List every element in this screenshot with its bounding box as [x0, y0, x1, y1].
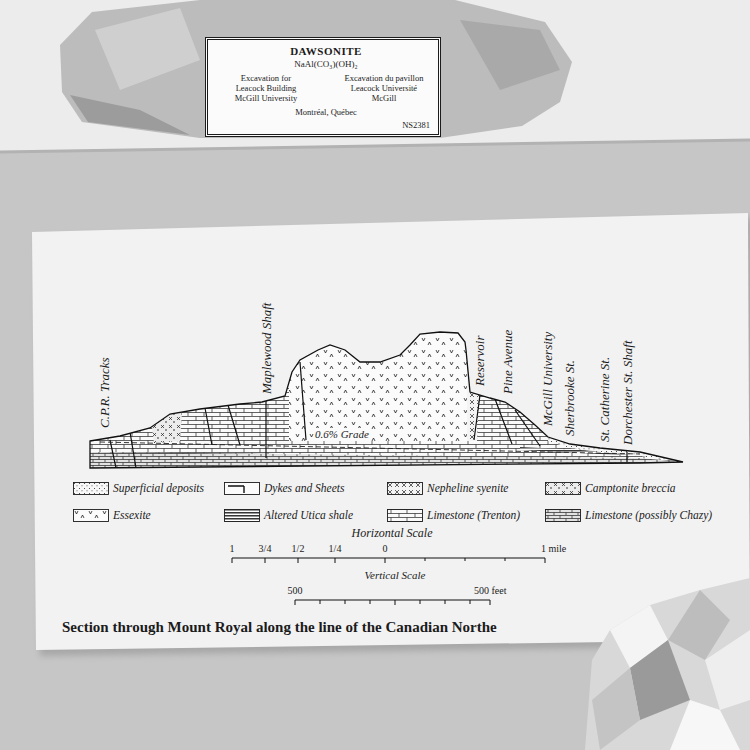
dyke-symbol	[228, 486, 244, 493]
swatch-box	[225, 510, 260, 522]
swatch-box	[74, 510, 109, 522]
swatch-box	[388, 483, 423, 495]
legend-swatch	[387, 509, 423, 522]
rock-facet	[460, 20, 560, 90]
section-outline	[90, 332, 683, 468]
scale-title: Vertical Scale	[365, 569, 426, 582]
legend-text: Limestone (Trenton)	[427, 508, 520, 522]
legend-text: Limestone (possibly Chazy)	[585, 508, 712, 522]
dyke	[300, 362, 306, 440]
scale-line	[295, 600, 490, 601]
locality-french: Excavation du pavillon Leacock Universit…	[344, 73, 424, 103]
place-label: McGill University	[540, 332, 555, 426]
swatch-box	[74, 483, 109, 495]
legend-swatch	[545, 509, 581, 522]
dyke	[110, 440, 116, 468]
grade-label: 0.6% Grade	[314, 428, 370, 441]
crystal-body	[585, 578, 750, 750]
chemical-formula: NaAl(CO₃)(OH)₂	[294, 59, 357, 70]
crystal-facet	[592, 668, 640, 750]
place-label: Maplewood Shaft	[259, 303, 274, 394]
legend-text: Superficial deposits	[113, 481, 204, 495]
crystal-facet	[705, 630, 750, 710]
scale-number: 0	[383, 543, 388, 555]
specimen-label: DAWSONITENaAl(CO₃)(OH)₂ Excavation for Le…	[205, 37, 441, 137]
crystal-facet	[668, 590, 730, 660]
crystal-facet	[670, 700, 740, 750]
swatch-box	[388, 510, 423, 522]
scale-number: 1/4	[329, 543, 342, 555]
felt-panel	[0, 140, 750, 750]
shaft-line	[265, 401, 266, 458]
legend-swatch	[387, 482, 423, 495]
legend-text: Essexite	[113, 508, 151, 522]
essexite-body	[289, 332, 467, 441]
place-label: Dorchester St. Shaft	[620, 340, 635, 445]
scale-line	[232, 558, 545, 559]
diagram-caption: Section through Mount Royal along the li…	[62, 618, 497, 636]
dyke	[495, 399, 512, 444]
city: Montréal, Québec	[295, 107, 356, 117]
mineral-name: DAWSONITE	[290, 45, 362, 58]
rock-facet	[70, 95, 190, 135]
crystal-specimen	[585, 578, 750, 750]
swatch-box	[546, 510, 581, 522]
scale-title: Horizontal Scale	[352, 526, 433, 540]
place-label: Reservoir	[472, 335, 487, 386]
place-label: Pine Avenue	[500, 330, 515, 394]
diagram-card	[32, 213, 750, 650]
legend-swatch	[73, 509, 109, 522]
scale-number: 1 mile	[541, 543, 566, 555]
shaft-line	[626, 452, 627, 462]
scale-number: 500 feet	[474, 585, 507, 597]
legend-swatch	[224, 482, 260, 495]
rock-specimen	[60, 0, 572, 138]
scale-ticks	[232, 558, 545, 563]
horizontal-scale-bar	[232, 558, 545, 563]
crystal-facet	[630, 640, 690, 720]
rock-facet	[95, 8, 200, 90]
scale-ticks	[295, 600, 490, 605]
vertical-scale-bar	[295, 600, 490, 605]
cross-section	[90, 332, 683, 468]
legend-swatch	[73, 482, 109, 495]
grade-line	[100, 442, 640, 454]
scale-number: 500	[288, 585, 303, 597]
swatch-box	[546, 483, 581, 495]
legend-swatch	[545, 482, 581, 495]
dyke	[205, 408, 212, 445]
legend-text: Nepheline syenite	[427, 481, 508, 495]
legend-swatch	[224, 509, 260, 522]
locality-english: Excavation for Leacock Building McGill U…	[226, 73, 306, 103]
dyke	[228, 405, 240, 445]
dyke	[515, 410, 540, 446]
limestone-trenton	[90, 332, 683, 468]
swatch-box	[225, 483, 260, 495]
legend-text: Altered Utica shale	[264, 508, 353, 522]
dyke	[130, 432, 136, 468]
scale-number: 3/4	[259, 543, 272, 555]
scale-number: 1	[230, 543, 235, 555]
place-label: C.P.R. Tracks	[97, 357, 112, 428]
legend-text: Camptonite breccia	[585, 481, 676, 495]
felt-edge	[0, 140, 750, 152]
legend-text: Dykes and Sheets	[264, 481, 344, 495]
dyke	[474, 395, 480, 440]
place-label: Sherbrooke St.	[562, 360, 577, 436]
place-label: St. Catherine St.	[597, 357, 612, 442]
catalogue-number: NS2381	[402, 120, 430, 130]
scale-number: 1/2	[292, 543, 305, 555]
